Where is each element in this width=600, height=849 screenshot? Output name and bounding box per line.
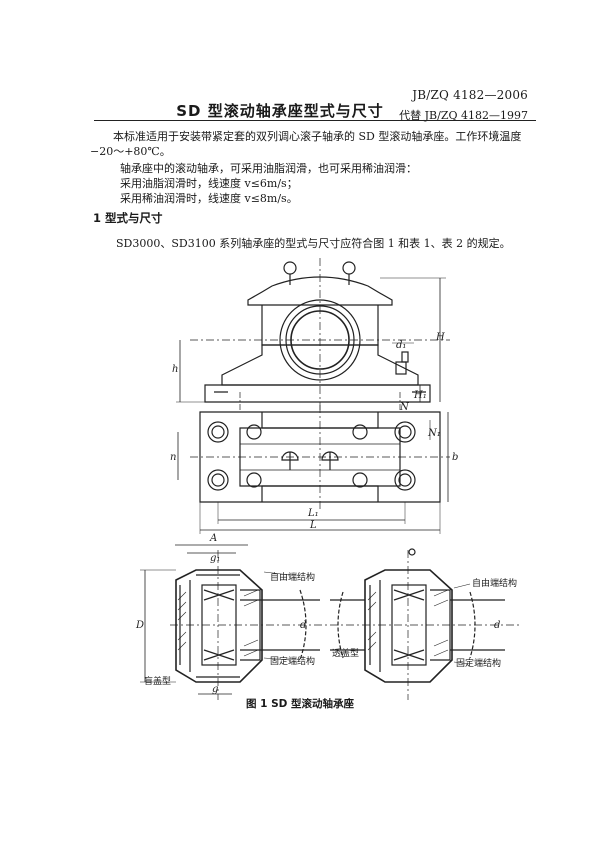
label-free-end-right: 自由端结构 — [472, 577, 517, 589]
intro-line-4: 采用油脂润滑时，线速度 v≤6m/s； — [120, 177, 298, 190]
title-rule — [94, 120, 536, 121]
dim-N1: N₁ — [427, 428, 441, 439]
label-fixed-end-left: 固定端结构 — [270, 655, 315, 667]
dim-d-left: d — [300, 620, 306, 631]
section-heading: 1 型式与尺寸 — [93, 211, 163, 225]
dim-d1: d₁ — [396, 340, 406, 351]
dim-H: H — [435, 332, 445, 343]
dim-H1: H₁ — [413, 390, 427, 401]
dim-g1: g₁ — [210, 553, 220, 564]
intro-line-3: 轴承座中的滚动轴承，可采用油脂润滑，也可采用稀油润滑： — [120, 162, 417, 175]
replaced-standard: 代替 JB/ZQ 4182—1997 — [399, 109, 528, 122]
section-text: SD3000、SD3100 系列轴承座的型式与尺寸应符合图 1 和表 1、表 2… — [116, 237, 511, 250]
page-title: SD 型滚动轴承座型式与尺寸 — [176, 102, 384, 120]
dim-L: L — [309, 520, 317, 531]
figure-caption: 图 1 SD 型滚动轴承座 — [245, 698, 355, 710]
intro-line-5: 采用稀油润滑时，线速度 v≤8m/s。 — [120, 192, 298, 205]
dim-n: n — [170, 452, 176, 463]
dim-d-right: d — [494, 620, 500, 631]
intro-line-2: −20～+80℃。 — [90, 145, 171, 158]
dim-A: A — [209, 533, 217, 544]
dim-D: D — [135, 620, 144, 631]
label-free-end-left: 自由端结构 — [270, 571, 315, 583]
dim-L1: L₁ — [307, 508, 319, 519]
intro-line-1: 本标准适用于安装带紧定套的双列调心滚子轴承的 SD 型滚动轴承座。工作环境温度 — [113, 130, 522, 143]
label-fixed-end-right: 固定端结构 — [456, 657, 501, 669]
dim-b: b — [452, 452, 458, 463]
dim-N: N — [399, 402, 410, 413]
standard-number: JB/ZQ 4182—2006 — [412, 88, 528, 102]
label-through-cover: 透盖型 — [332, 647, 359, 659]
dim-h: h — [172, 364, 178, 375]
dim-g: g — [212, 684, 218, 695]
label-blind-cover: 盲盖型 — [144, 675, 171, 687]
